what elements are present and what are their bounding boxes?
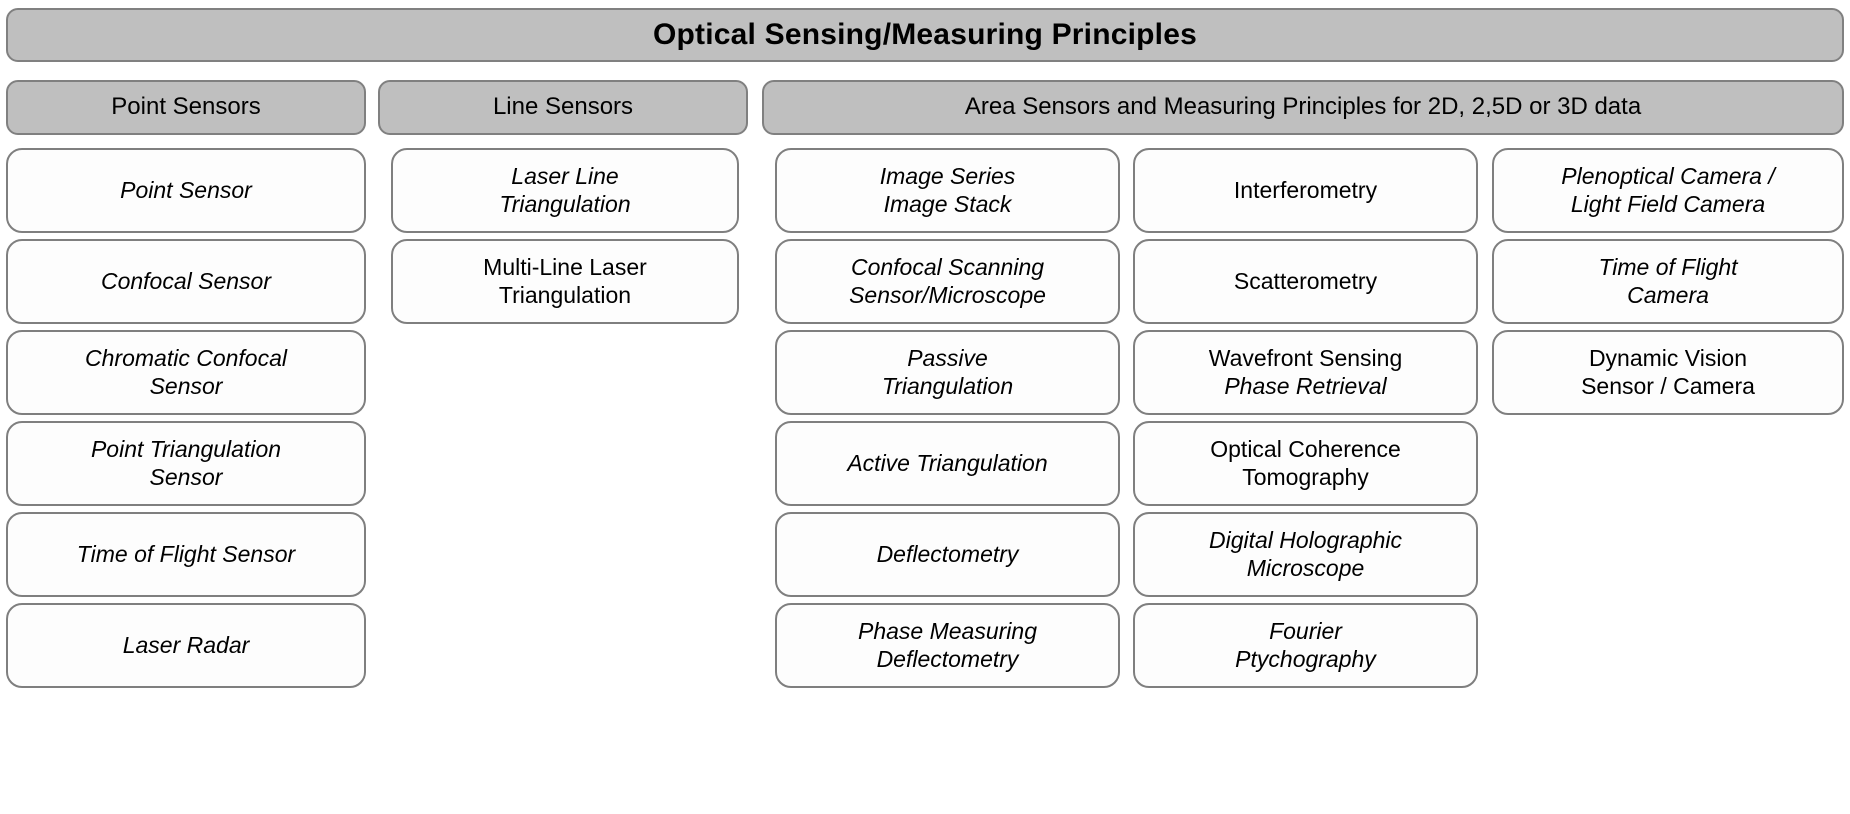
item-label: Point Sensor [120, 177, 252, 204]
item-label-line: Deflectometry [876, 540, 1019, 567]
item-label-line: Image Series [879, 163, 1016, 190]
item-label-line: Chromatic Confocal [85, 345, 287, 372]
item-label: Laser Radar [123, 632, 250, 659]
item-label: Scatterometry [1234, 268, 1377, 295]
item-label-line: Multi-Line Laser [483, 254, 647, 281]
item-label-line: Dynamic Vision [1588, 345, 1748, 372]
item-box[interactable]: Interferometry [1133, 148, 1478, 233]
item-label-line: Sensor [149, 372, 223, 399]
item-label-line: Deflectometry [876, 645, 1019, 672]
item-box[interactable]: Point Sensor [6, 148, 366, 233]
item-label-line: Triangulation [881, 372, 1014, 399]
group-header-point-sensors: Point Sensors [6, 80, 366, 135]
item-label-line: Light Field Camera [1570, 190, 1766, 217]
item-label-line: Sensor / Camera [1581, 372, 1755, 399]
item-label-line: Point Sensor [120, 176, 252, 203]
item-label-line: Laser Radar [122, 631, 250, 658]
item-label-line: Ptychography [1235, 645, 1376, 672]
item-label: Plenoptical Camera /Light Field Camera [1561, 163, 1775, 217]
item-label-line: Sensor/Microscope [849, 281, 1046, 308]
item-label-line: Triangulation [498, 281, 632, 308]
item-box[interactable]: Deflectometry [775, 512, 1120, 597]
item-label-line: Wavefront Sensing [1208, 345, 1403, 372]
item-label-line: Phase Measuring [858, 618, 1037, 645]
item-label-line: Point Triangulation [90, 436, 282, 463]
item-label: Deflectometry [877, 541, 1019, 568]
group-header-line-sensors: Line Sensors [378, 80, 748, 135]
item-box[interactable]: Active Triangulation [775, 421, 1120, 506]
item-label: Confocal Sensor [101, 268, 271, 295]
item-box[interactable]: Plenoptical Camera /Light Field Camera [1492, 148, 1844, 233]
item-label-line: Phase Retrieval [1224, 372, 1387, 399]
item-label-line: Confocal Scanning [850, 254, 1045, 281]
item-label-line: Image Stack [883, 190, 1012, 217]
item-label-line: Active Triangulation [847, 449, 1048, 476]
item-label-line: Microscope [1246, 554, 1365, 581]
item-label-line: Passive [907, 345, 988, 372]
item-label-line: Sensor [149, 463, 223, 490]
item-label-line: Digital Holographic [1208, 527, 1403, 554]
item-box[interactable]: Laser Radar [6, 603, 366, 688]
diagram-title: Optical Sensing/Measuring Principles [6, 8, 1844, 62]
item-box[interactable]: Time of Flight Sensor [6, 512, 366, 597]
item-label-line: Tomography [1242, 463, 1369, 490]
item-label-line: Camera [1627, 281, 1709, 308]
item-label-line: Scatterometry [1233, 267, 1378, 294]
item-label: Active Triangulation [847, 450, 1047, 477]
item-label-line: Plenoptical Camera / [1561, 163, 1775, 190]
item-label-line: Time of Flight [1598, 254, 1738, 281]
item-label-line: Interferometry [1233, 176, 1378, 203]
item-box[interactable]: Confocal Sensor [6, 239, 366, 324]
group-header-area-sensors: Area Sensors and Measuring Principles fo… [762, 80, 1844, 135]
item-label-line: Time of Flight Sensor [76, 540, 296, 567]
item-label-line: Triangulation [499, 190, 631, 217]
item-label: Time of Flight Sensor [77, 541, 295, 568]
item-label-line: Laser Line [511, 163, 619, 190]
item-label: Interferometry [1234, 177, 1377, 204]
item-label-line: Optical Coherence [1210, 436, 1401, 463]
item-label-line: Fourier [1269, 618, 1342, 645]
item-label-line: Confocal Sensor [100, 267, 272, 294]
item-box[interactable]: Scatterometry [1133, 239, 1478, 324]
